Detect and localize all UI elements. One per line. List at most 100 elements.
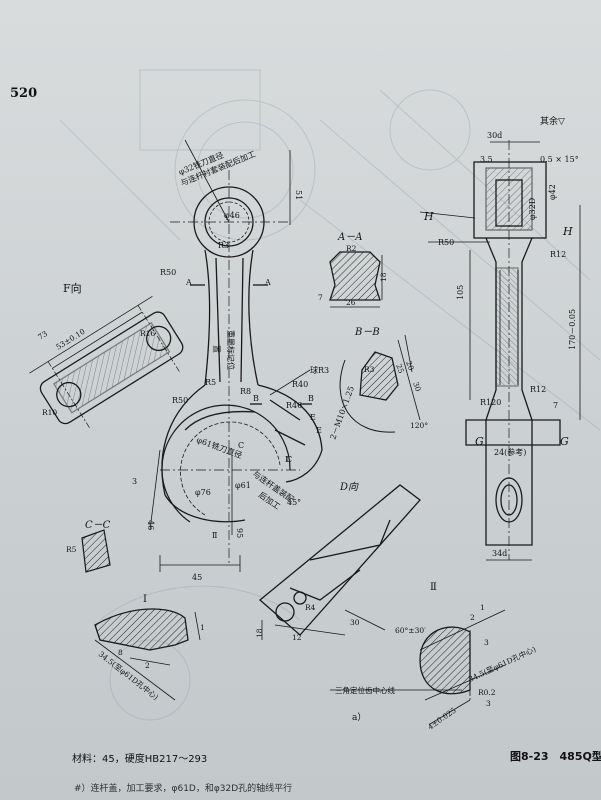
ii-r02: R0.2 [478, 688, 496, 697]
d-30: 30 [350, 618, 360, 627]
ii-triangle-note: 三角定位齿中心线 [335, 685, 395, 695]
sub-figure-label: a） [352, 712, 366, 723]
view-title-i: Ⅰ [143, 594, 147, 605]
dim-phi46: φ46 [224, 211, 240, 220]
dim-chamfer: 0.5 × 15° [540, 155, 579, 164]
dim-7: 7 [553, 401, 558, 410]
dim-r8: R8 [240, 387, 251, 396]
ii-dim-34-5: 34.5(至φ61D孔中心) [467, 644, 538, 684]
dim-r50a: R50 [160, 268, 176, 277]
view-label-g-right: G [560, 435, 569, 448]
section-e-right: E [316, 426, 322, 435]
i-dim-34-5: 34.5(至φ61D孔中心) [97, 649, 161, 702]
bb-r3: R3 [364, 365, 375, 374]
section-b-right: B [308, 394, 314, 403]
dim-phi61: φ61 [235, 481, 251, 490]
mid-note: φ61铣刀直径 [195, 434, 243, 460]
ii-dim-4: 4±0.025 [426, 705, 458, 731]
dim-170: 170－0.05 [568, 309, 577, 350]
footnote: #）连杆盖，加工要求，φ61D，和φ32D孔的轴线平行 [74, 784, 293, 794]
dim-angle45: 45° [287, 498, 301, 507]
dim-r5: R5 [205, 378, 216, 387]
section-e-left: E [310, 413, 316, 422]
dim-30d: 30d [487, 131, 502, 140]
dim-45: 45 [192, 573, 202, 582]
f-dim-73: 73 [36, 329, 49, 342]
section-b-left: B [253, 394, 259, 403]
bb-30: 30 [411, 381, 423, 393]
ball-label: 球R3 [310, 365, 329, 375]
d-view [258, 484, 421, 640]
ii-3b: 3 [484, 638, 489, 647]
section-c-left: C [238, 441, 244, 450]
aa-r2: R2 [346, 244, 357, 253]
view-label-h-left: H [423, 210, 434, 223]
dim-phi32d: φ32D [528, 198, 537, 220]
d-view-labels: R4 30 18 12 [255, 603, 360, 642]
view-titles: F向 A－A B－B C－C D向 Ⅰ Ⅱ H H G G 其余▽ [63, 115, 573, 605]
center-label-2: 置 [212, 345, 221, 353]
dim-3-5: 3.5 [480, 155, 493, 164]
d-r4: R4 [305, 603, 316, 612]
surface-finish-note: 其余▽ [540, 115, 565, 127]
detail-ii [330, 609, 506, 725]
figure-caption: 图8-23 485Q型 [510, 750, 601, 763]
dim-r46: R46 [286, 401, 302, 410]
page-number: 520 [10, 86, 38, 101]
view-label-h-right: H [562, 225, 573, 238]
ii-dim-2: 2 [470, 613, 475, 622]
detail-i [94, 608, 201, 701]
view-title-cc: C－C [85, 520, 111, 531]
view-title-bb: B－B [354, 327, 380, 338]
center-label-1: 重量标记位 [226, 330, 236, 370]
dim-95: 95 [235, 528, 244, 538]
section-aa [329, 251, 383, 308]
dim-phi42: φ42 [548, 184, 557, 200]
dim-r3: R3 [218, 241, 229, 250]
view-title-d: D向 [339, 481, 359, 493]
view-label-g-left: G [475, 435, 484, 448]
section-c-right: C [286, 455, 292, 464]
dim-24-ref: 24(参考) [494, 447, 526, 457]
dim-46: 46 [146, 520, 155, 530]
section-a-right: A [264, 278, 271, 287]
view-title-f: F向 [63, 281, 82, 295]
dim-r120: R120 [480, 398, 501, 407]
section-a-left: A [185, 278, 192, 287]
dim-r12b: R12 [530, 385, 546, 394]
ii-dim-60: 60°±30′ [395, 626, 426, 635]
material-note: 材料：45，硬度HB217～293 [72, 754, 208, 765]
side-view-labels: 30d 3.5 0.5 × 15° φ32D φ42 R50 R12 R12 R… [438, 131, 579, 558]
cc-r7: R5 [66, 545, 77, 554]
f-dim-53: 53±0.10 [54, 327, 87, 352]
dim-r40: R40 [292, 380, 308, 389]
f-view [29, 295, 184, 430]
ii-3a: 3 [486, 699, 491, 708]
dim-r50b: R50 [172, 396, 188, 405]
dim-51: 51 [294, 190, 303, 200]
dim-105: 105 [456, 285, 465, 300]
section-bb [339, 334, 421, 433]
bb-25: 25 [394, 363, 406, 375]
thread-label: 2－M10×1.25 [328, 385, 356, 441]
detail-i-marker: Ⅰ [285, 455, 288, 464]
bb-120: 120° [410, 421, 428, 430]
main-view-connecting-rod [149, 139, 323, 572]
aa-26: 26 [346, 298, 356, 307]
section-labels: R2 18 26 7 20 25 30 120° R3 R5 [66, 244, 428, 554]
f-dim-r16: R16 [140, 329, 155, 338]
view-title-ii: Ⅱ [430, 582, 437, 593]
i-dim-8: 8 [118, 648, 123, 657]
view-title-aa: A－A [337, 232, 362, 243]
dim-r50c: R50 [438, 238, 454, 247]
dim-phi76: φ76 [195, 488, 211, 497]
dim-34d: 34d [492, 549, 507, 558]
ii-dim-1: 1 [480, 603, 485, 612]
i-dim-1: 1 [200, 623, 205, 632]
detail-ii-marker: Ⅱ [212, 531, 217, 540]
dim-r12a: R12 [550, 250, 566, 259]
d-18: 18 [255, 628, 264, 638]
bb-20: 20 [404, 360, 416, 372]
